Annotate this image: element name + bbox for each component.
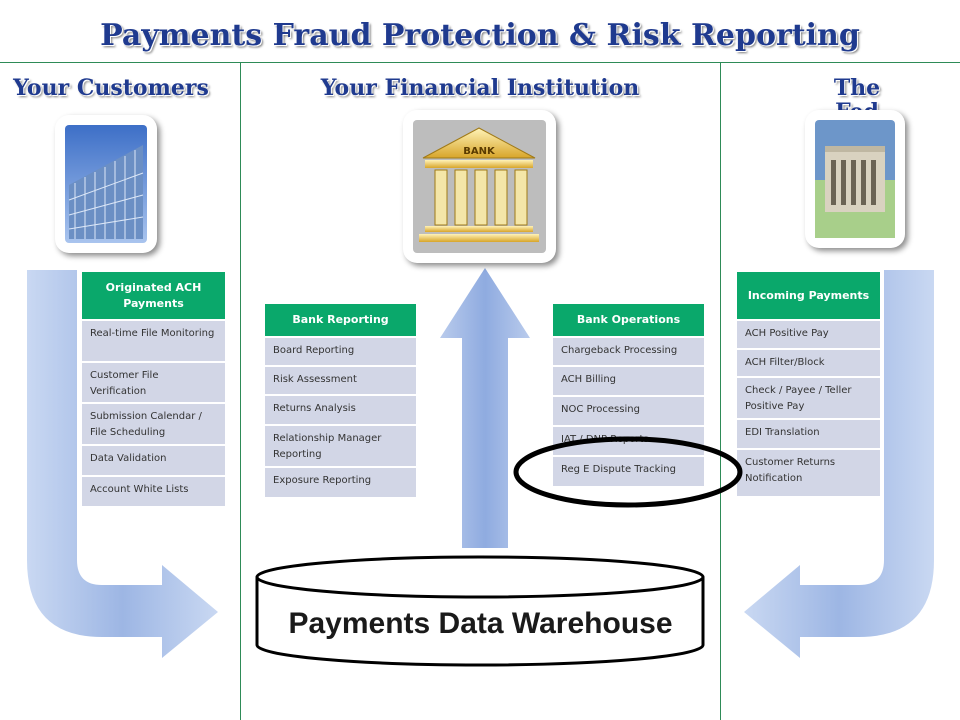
bank-operations-header: Bank Operations [553, 304, 704, 338]
bank-operations-item: Reg E Dispute Tracking [553, 457, 704, 488]
originated-item: Account White Lists [82, 477, 225, 508]
reg-e-highlight-ellipse [513, 436, 743, 508]
bank-operations-item: NOC Processing [553, 397, 704, 427]
customers-title: Your Customers [13, 75, 209, 101]
institution-up-arrow [440, 268, 530, 548]
institution-title: Your Financial Institution [320, 75, 640, 101]
incoming-payments-panel: Incoming Payments ACH Positive Pay ACH F… [737, 272, 880, 498]
column-divider-left [240, 62, 241, 720]
originated-ach-panel: Originated ACH Payments Real-time File M… [82, 272, 225, 508]
bank-operations-item: ACH Billing [553, 367, 704, 397]
office-building-icon [65, 125, 147, 243]
bank-reporting-item: Exposure Reporting [265, 468, 416, 499]
page-title: Payments Fraud Protection & Risk Reporti… [100, 18, 860, 53]
federal-reserve-building-icon [815, 120, 895, 238]
originated-item: Submission Calendar / File Scheduling [82, 404, 225, 446]
customers-flow-arrow [27, 270, 218, 658]
bank-sign-text: BANK [463, 146, 496, 157]
bank-reporting-panel: Bank Reporting Board Reporting Risk Asse… [265, 304, 416, 499]
fed-title-line1: The [833, 75, 881, 101]
incoming-item: ACH Filter/Block [737, 350, 880, 378]
originated-ach-header: Originated ACH Payments [82, 272, 225, 321]
originated-item: Data Validation [82, 446, 225, 477]
data-warehouse-label: Payments Data Warehouse [288, 607, 673, 640]
bank-building-icon: BANK [413, 120, 546, 253]
bank-reporting-item: Relationship Manager Reporting [265, 426, 416, 468]
bank-operations-item: Chargeback Processing [553, 338, 704, 367]
customers-image-card [55, 115, 157, 253]
originated-item: Real-time File Monitoring [82, 321, 225, 363]
institution-image-card: BANK [403, 110, 556, 263]
incoming-item: EDI Translation [737, 420, 880, 450]
bank-reporting-item: Board Reporting [265, 338, 416, 367]
data-warehouse-cylinder [255, 555, 705, 667]
incoming-item: ACH Positive Pay [737, 321, 880, 350]
incoming-item: Customer Returns Notification [737, 450, 880, 498]
title-divider [0, 62, 960, 63]
column-divider-right [720, 62, 721, 720]
fed-image-card [805, 110, 905, 248]
bank-reporting-item: Returns Analysis [265, 396, 416, 426]
bank-reporting-item: Risk Assessment [265, 367, 416, 396]
incoming-payments-header: Incoming Payments [737, 272, 880, 321]
incoming-item: Check / Payee / Teller Positive Pay [737, 378, 880, 420]
fed-flow-arrow [744, 270, 934, 658]
originated-item: Customer File Verification [82, 363, 225, 404]
bank-reporting-header: Bank Reporting [265, 304, 416, 338]
